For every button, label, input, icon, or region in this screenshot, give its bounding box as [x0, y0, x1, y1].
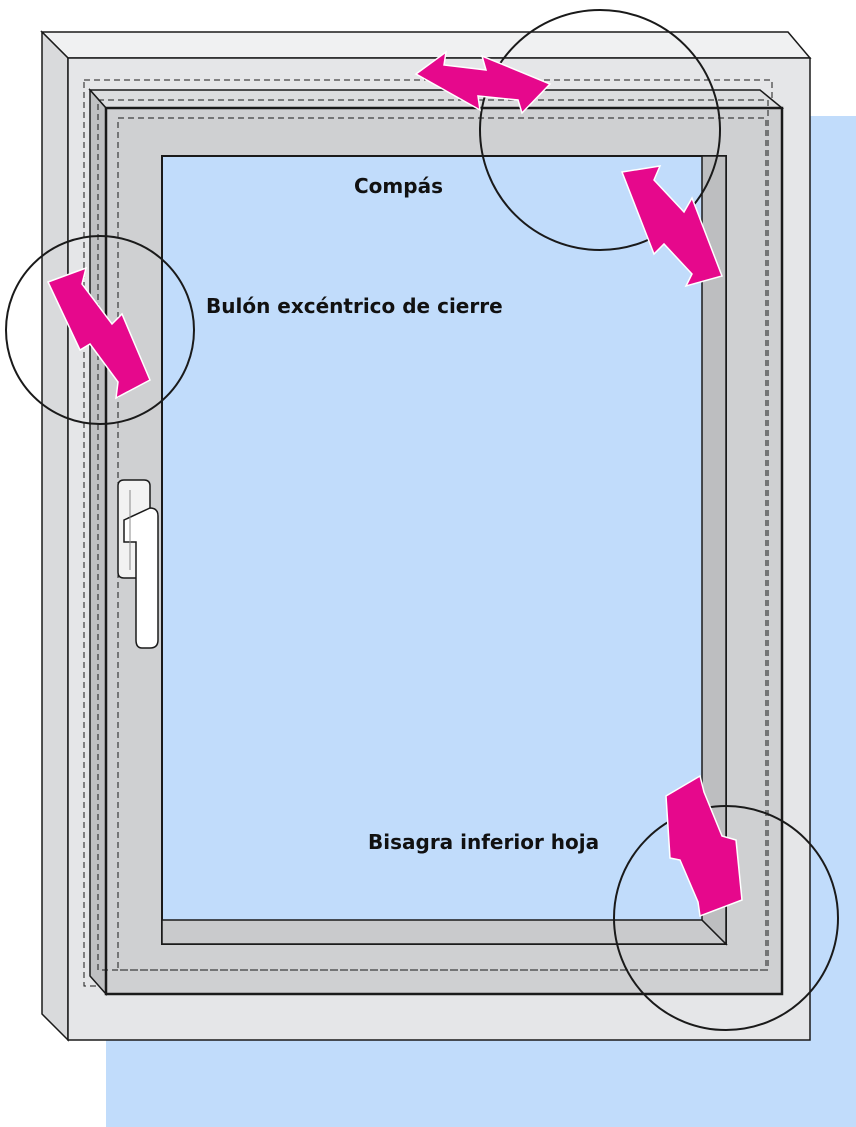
stay-horizontal-arrow-icon: [414, 50, 552, 115]
glass-pane: [161, 155, 728, 946]
hinge-callout-circle-icon: [613, 805, 839, 1031]
hinge-vertical-arrow-icon: [665, 774, 743, 918]
stay-diagonal-arrow-icon: [620, 165, 723, 288]
locking-pin-arrow-icon: [46, 266, 151, 400]
bottom-hinge-label: Bisagra inferior hoja: [368, 830, 600, 854]
stay-label: Compás: [354, 174, 443, 198]
locking-pin-callout-circle-icon: [5, 235, 195, 425]
locking-pin-label: Bulón excéntrico de cierre: [206, 294, 503, 318]
stay-callout-circle-icon: [479, 9, 721, 251]
window-handle-icon: [117, 479, 159, 649]
